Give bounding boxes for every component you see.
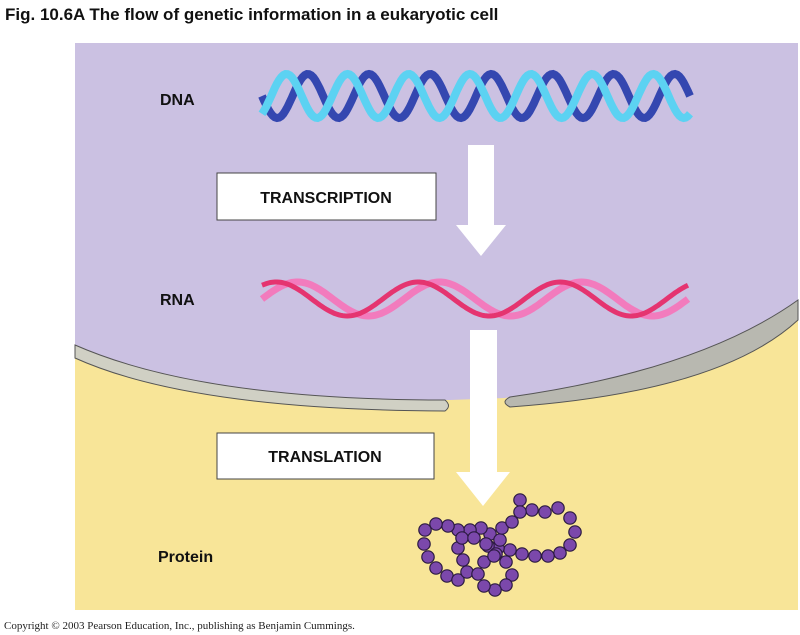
translation-label: TRANSLATION <box>268 449 381 466</box>
amino-acid-bead <box>493 533 507 547</box>
transcription-label: TRANSCRIPTION <box>260 190 392 207</box>
dna-strand-1 <box>258 69 694 123</box>
amino-acid-bead <box>499 555 513 569</box>
amino-acid-bead <box>456 553 470 567</box>
amino-acid-bead <box>551 501 565 515</box>
amino-acid-bead <box>513 505 527 519</box>
rna-strand <box>259 278 691 320</box>
rna-strand <box>261 279 690 319</box>
amino-acid-bead <box>429 561 443 575</box>
amino-acid-bead <box>538 505 552 519</box>
amino-acid-bead <box>467 531 481 545</box>
amino-acid-bead <box>568 525 582 539</box>
amino-acid-bead <box>441 519 455 533</box>
amino-acid-bead <box>471 567 485 581</box>
amino-acid-bead <box>451 573 465 587</box>
amino-acid-bead <box>418 523 432 537</box>
translation-arrow <box>456 330 510 506</box>
nuclear-envelope-left <box>74 344 449 412</box>
copyright: Copyright © 2003 Pearson Education, Inc.… <box>4 620 355 632</box>
figure-title: Fig. 10.6A The flow of genetic informati… <box>5 5 499 24</box>
amino-acid-bead <box>417 537 431 551</box>
amino-acid-bead <box>477 555 491 569</box>
transcription-arrow <box>456 145 506 256</box>
amino-acid-bead <box>505 568 519 582</box>
amino-acid-bead <box>513 493 527 507</box>
amino-acid-bead <box>541 549 555 563</box>
amino-acid-bead <box>479 537 493 551</box>
dna-strand-2 <box>258 69 694 123</box>
nuclear-envelope-right <box>504 299 799 408</box>
rna-strand-back <box>259 278 691 320</box>
amino-acid-bead <box>477 579 491 593</box>
dna-helix <box>258 69 694 123</box>
amino-acid-bead <box>455 531 469 545</box>
rna-label: RNA <box>160 292 195 309</box>
amino-acid-bead <box>528 549 542 563</box>
amino-acid-bead <box>499 578 513 592</box>
amino-acid-bead <box>421 550 435 564</box>
amino-acid-bead <box>495 521 509 535</box>
amino-acid-bead <box>525 503 539 517</box>
amino-acid-bead <box>563 538 577 552</box>
transcription-box <box>216 172 437 221</box>
amino-acid-bead <box>429 517 443 531</box>
amino-acid-bead <box>503 543 517 557</box>
translation-box <box>216 432 435 480</box>
amino-acid-bead <box>563 511 577 525</box>
amino-acid-bead <box>460 565 474 579</box>
protein-chain <box>417 493 582 597</box>
amino-acid-bead <box>553 546 567 560</box>
amino-acid-bead <box>487 549 501 563</box>
protein-label: Protein <box>158 549 213 566</box>
dna-label: DNA <box>160 92 195 109</box>
amino-acid-bead <box>515 547 529 561</box>
amino-acid-bead <box>505 515 519 529</box>
